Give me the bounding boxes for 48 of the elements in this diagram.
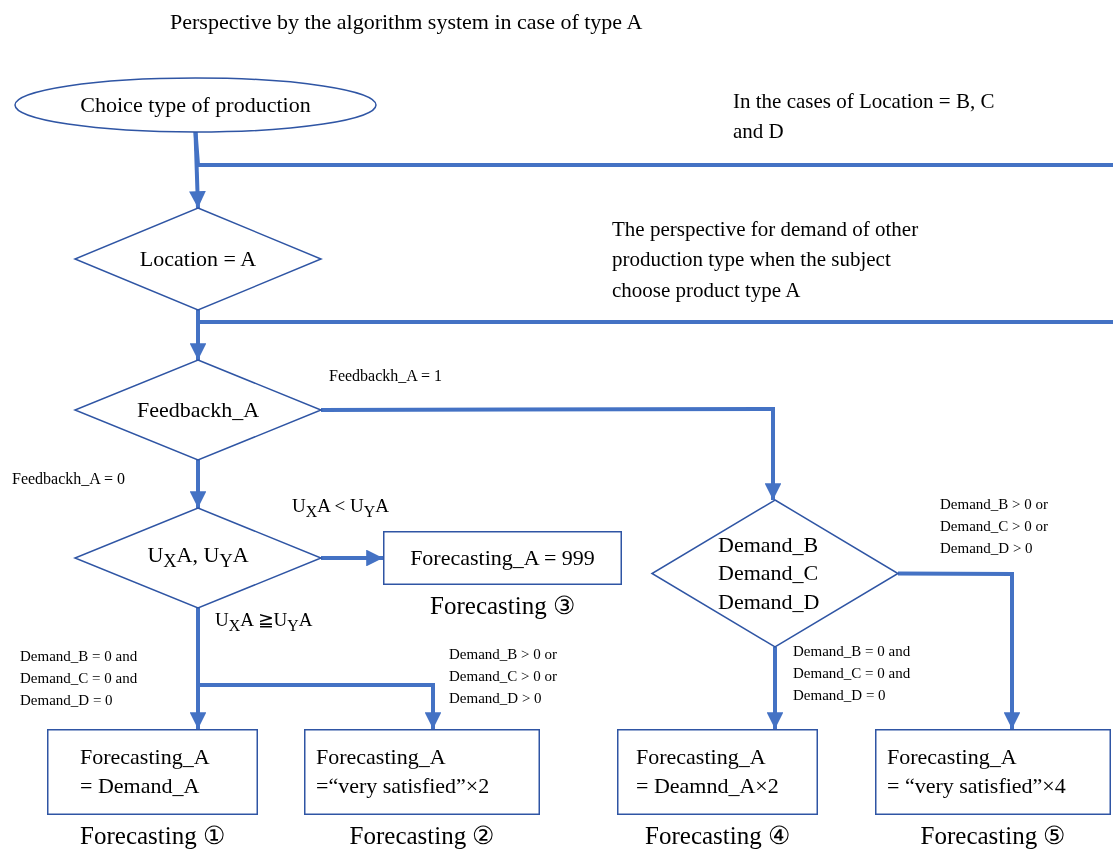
arrow <box>321 549 383 567</box>
process-box <box>875 729 1111 815</box>
edge-label: Demand_B > 0 or Demand_C > 0 or Demand_D > 0 <box>940 495 1050 558</box>
arrow <box>766 647 784 729</box>
box-caption: Forecasting ② <box>349 821 495 851</box>
box-caption: Forecasting ③ <box>430 591 575 621</box>
process-label: = Deamnd_A×2 <box>636 772 779 800</box>
decision-label: U$_{X}$A, U$_{Y}$A <box>147 541 249 574</box>
arrow <box>196 608 442 729</box>
process-label: Forecasting_A <box>887 743 1017 772</box>
start-label: Choice type of production <box>80 90 311 119</box>
edge-label: Feedbackh_A = 0 <box>12 469 126 489</box>
connector-line <box>193 131 1113 167</box>
decision-label: Feedbackh_A <box>136 395 260 424</box>
decision-diamond <box>652 500 898 647</box>
decision-label: Location = A <box>139 244 257 273</box>
decision-diamond <box>75 360 321 460</box>
start-ellipse <box>15 78 376 132</box>
process-label: Forecasting_A <box>636 743 766 772</box>
edge-label: U$_{X}$A < U$_{Y}$A <box>292 494 390 522</box>
process-label: =“very satisfied”×2 <box>316 772 490 800</box>
process-box <box>47 729 258 815</box>
arrow <box>189 460 207 508</box>
decision-label: Demand_D <box>718 587 820 616</box>
edge-label: Feedbackh_A = 1 <box>329 366 443 386</box>
process-label: = Demand_A <box>80 772 200 800</box>
process-label: Forecasting_A <box>316 743 446 772</box>
process-box <box>383 531 622 585</box>
box-caption: Forecasting ④ <box>645 821 790 851</box>
edge-label: The perspective for demand of other production type when the subject choose product type A <box>612 216 920 304</box>
edge-label: Demand_B = 0 and Demand_C = 0 and Demand_D = 0 <box>20 647 139 710</box>
arrow <box>321 407 782 500</box>
box-caption: Forecasting ⑤ <box>920 821 1066 851</box>
edge-label: Demand_B > 0 or Demand_C > 0 or Demand_D > 0 <box>449 645 559 708</box>
condition-label: U$_{X}$A ≧U$_{Y}$A <box>215 608 313 636</box>
edge-label: Demand_B = 0 and Demand_C = 0 and Demand_D = 0 <box>793 642 912 705</box>
process-box <box>304 729 540 815</box>
diagram-title: Perspective by the algorithm system in case of type A <box>170 8 643 36</box>
process-box <box>617 729 818 815</box>
decision-label: Demand_B <box>718 530 819 559</box>
process-label: Forecasting_A = 999 <box>410 543 595 572</box>
box-caption: Forecasting ① <box>80 821 225 851</box>
decision-label: Demand_C <box>718 559 819 588</box>
process-label: Forecasting_A <box>80 743 210 772</box>
edge-label: In the cases of Location = B, C and D <box>733 88 996 146</box>
decision-diamond <box>75 208 321 310</box>
arrow <box>898 571 1021 729</box>
process-label: = “very satisfied”×4 <box>887 772 1066 800</box>
